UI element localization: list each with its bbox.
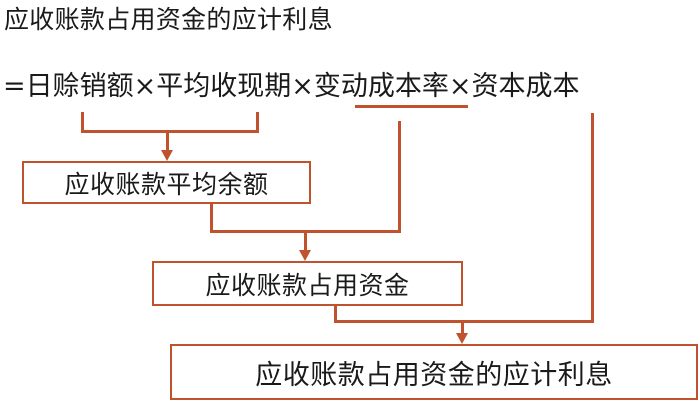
connector-3-left-stem xyxy=(334,305,337,323)
variable-cost-rate-underline xyxy=(355,105,468,108)
box-average-receivables-balance: 应收账款平均余额 xyxy=(22,161,311,204)
connector-2-drop-stem xyxy=(304,230,307,252)
connector-2-right-stem xyxy=(398,121,401,233)
connector-3-horizontal xyxy=(334,320,594,323)
page-title: 应收账款占用资金的应计利息 xyxy=(4,5,333,34)
connector-1-drop-stem xyxy=(166,130,169,152)
connector-2-arrowhead xyxy=(299,250,311,261)
connector-3-arrowhead xyxy=(456,333,468,344)
connector-1-horizontal xyxy=(81,130,259,133)
connector-2-left-stem xyxy=(210,204,213,233)
box-accrued-interest: 应收账款占用资金的应计利息 xyxy=(170,344,698,400)
connector-1-right-stem xyxy=(256,112,259,133)
connector-1-left-stem xyxy=(81,112,84,133)
formula-line: =日赊销额×平均收现期×变动成本率×资本成本 xyxy=(3,71,580,102)
connector-1-arrowhead xyxy=(161,150,173,161)
connector-3-right-stem xyxy=(591,113,594,323)
box-receivables-occupied-funds: 应收账款占用资金 xyxy=(152,261,463,306)
connector-3-drop-stem xyxy=(461,320,464,336)
